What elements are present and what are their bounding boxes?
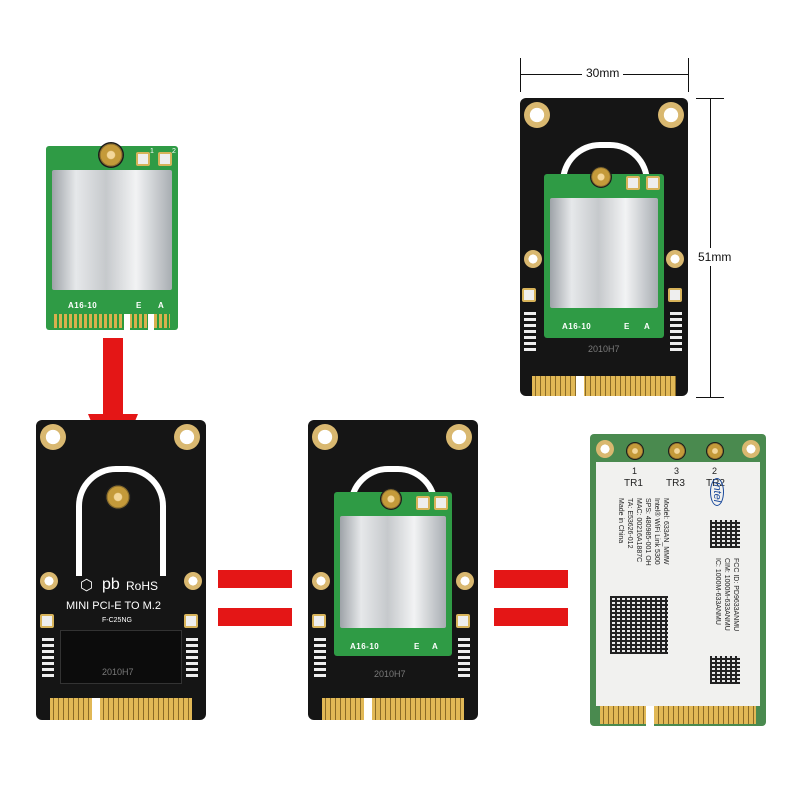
barcode bbox=[710, 520, 740, 548]
edge-contacts bbox=[54, 314, 170, 328]
edge-contacts bbox=[600, 706, 756, 724]
connector-label: TR1 bbox=[624, 478, 643, 489]
m2-socket bbox=[60, 630, 182, 684]
equals-sign-lower bbox=[494, 608, 568, 626]
edge-contacts bbox=[50, 698, 192, 720]
mounting-screw bbox=[105, 484, 131, 510]
datamatrix-code bbox=[610, 596, 668, 654]
antenna-connector-tr1 bbox=[626, 442, 644, 460]
equals-sign bbox=[494, 570, 568, 588]
antenna-connector-tr3 bbox=[668, 442, 686, 460]
connector-label: TR3 bbox=[666, 478, 685, 489]
card-label: A16-10 bbox=[68, 301, 98, 310]
mounting-screw bbox=[98, 142, 124, 168]
rf-shield bbox=[52, 170, 172, 290]
adapter-with-card: A16-10 E A 2010H7 bbox=[308, 420, 478, 720]
m2-wifi-card: 1 2 A16-10 E A bbox=[46, 142, 178, 330]
antenna-connector-tr2 bbox=[706, 442, 724, 460]
connector-num: 3 bbox=[674, 466, 680, 476]
key-a-label: A bbox=[158, 301, 165, 310]
connector-label: TR2 bbox=[706, 478, 725, 489]
date-code: 2010H7 bbox=[374, 669, 406, 679]
key-e-label: E bbox=[136, 301, 142, 310]
antenna-label-2: 2 bbox=[172, 148, 176, 155]
barcode bbox=[710, 656, 740, 684]
equals-sign-lower bbox=[218, 608, 292, 626]
adapter-board: ⬡ pb RoHS MINI PCI-E TO M.2 F-C25NG 2010… bbox=[36, 420, 206, 720]
intel-wifi-card: 1 3 2 TR1 TR3 TR2 intel Model: 633AN_MMW… bbox=[590, 434, 766, 726]
height-dimension-label: 51mm bbox=[696, 248, 734, 266]
key-e-label: E bbox=[414, 642, 420, 651]
card-label: A16-10 bbox=[562, 322, 592, 331]
adapter-title: MINI PCI-E TO M.2 bbox=[66, 600, 161, 612]
dimension-view: 30mm 51mm A16-10 E A 2010H7 bbox=[500, 54, 760, 404]
connector-num: 2 bbox=[712, 466, 718, 476]
equals-sign bbox=[218, 570, 292, 588]
antenna-cable-loop bbox=[76, 466, 166, 576]
date-code: 2010H7 bbox=[588, 344, 620, 354]
intel-logo: intel bbox=[710, 478, 724, 507]
antenna-connector-main bbox=[136, 152, 150, 166]
date-code: 2010H7 bbox=[102, 667, 134, 677]
key-a-label: A bbox=[432, 642, 439, 651]
brand-name: pb bbox=[102, 576, 120, 593]
connector-num: 1 bbox=[632, 466, 638, 476]
key-e-label: E bbox=[624, 322, 630, 331]
key-a-label: A bbox=[644, 322, 651, 331]
card-label: A16-10 bbox=[350, 642, 380, 651]
antenna-connector-aux bbox=[158, 152, 172, 166]
brand-logo-icon: ⬡ bbox=[80, 577, 94, 594]
adapter-model: F-C25NG bbox=[102, 617, 132, 624]
antenna-label-1: 1 bbox=[150, 148, 154, 155]
rohs-label: RoHS bbox=[126, 579, 159, 593]
width-dimension-label: 30mm bbox=[582, 66, 624, 80]
